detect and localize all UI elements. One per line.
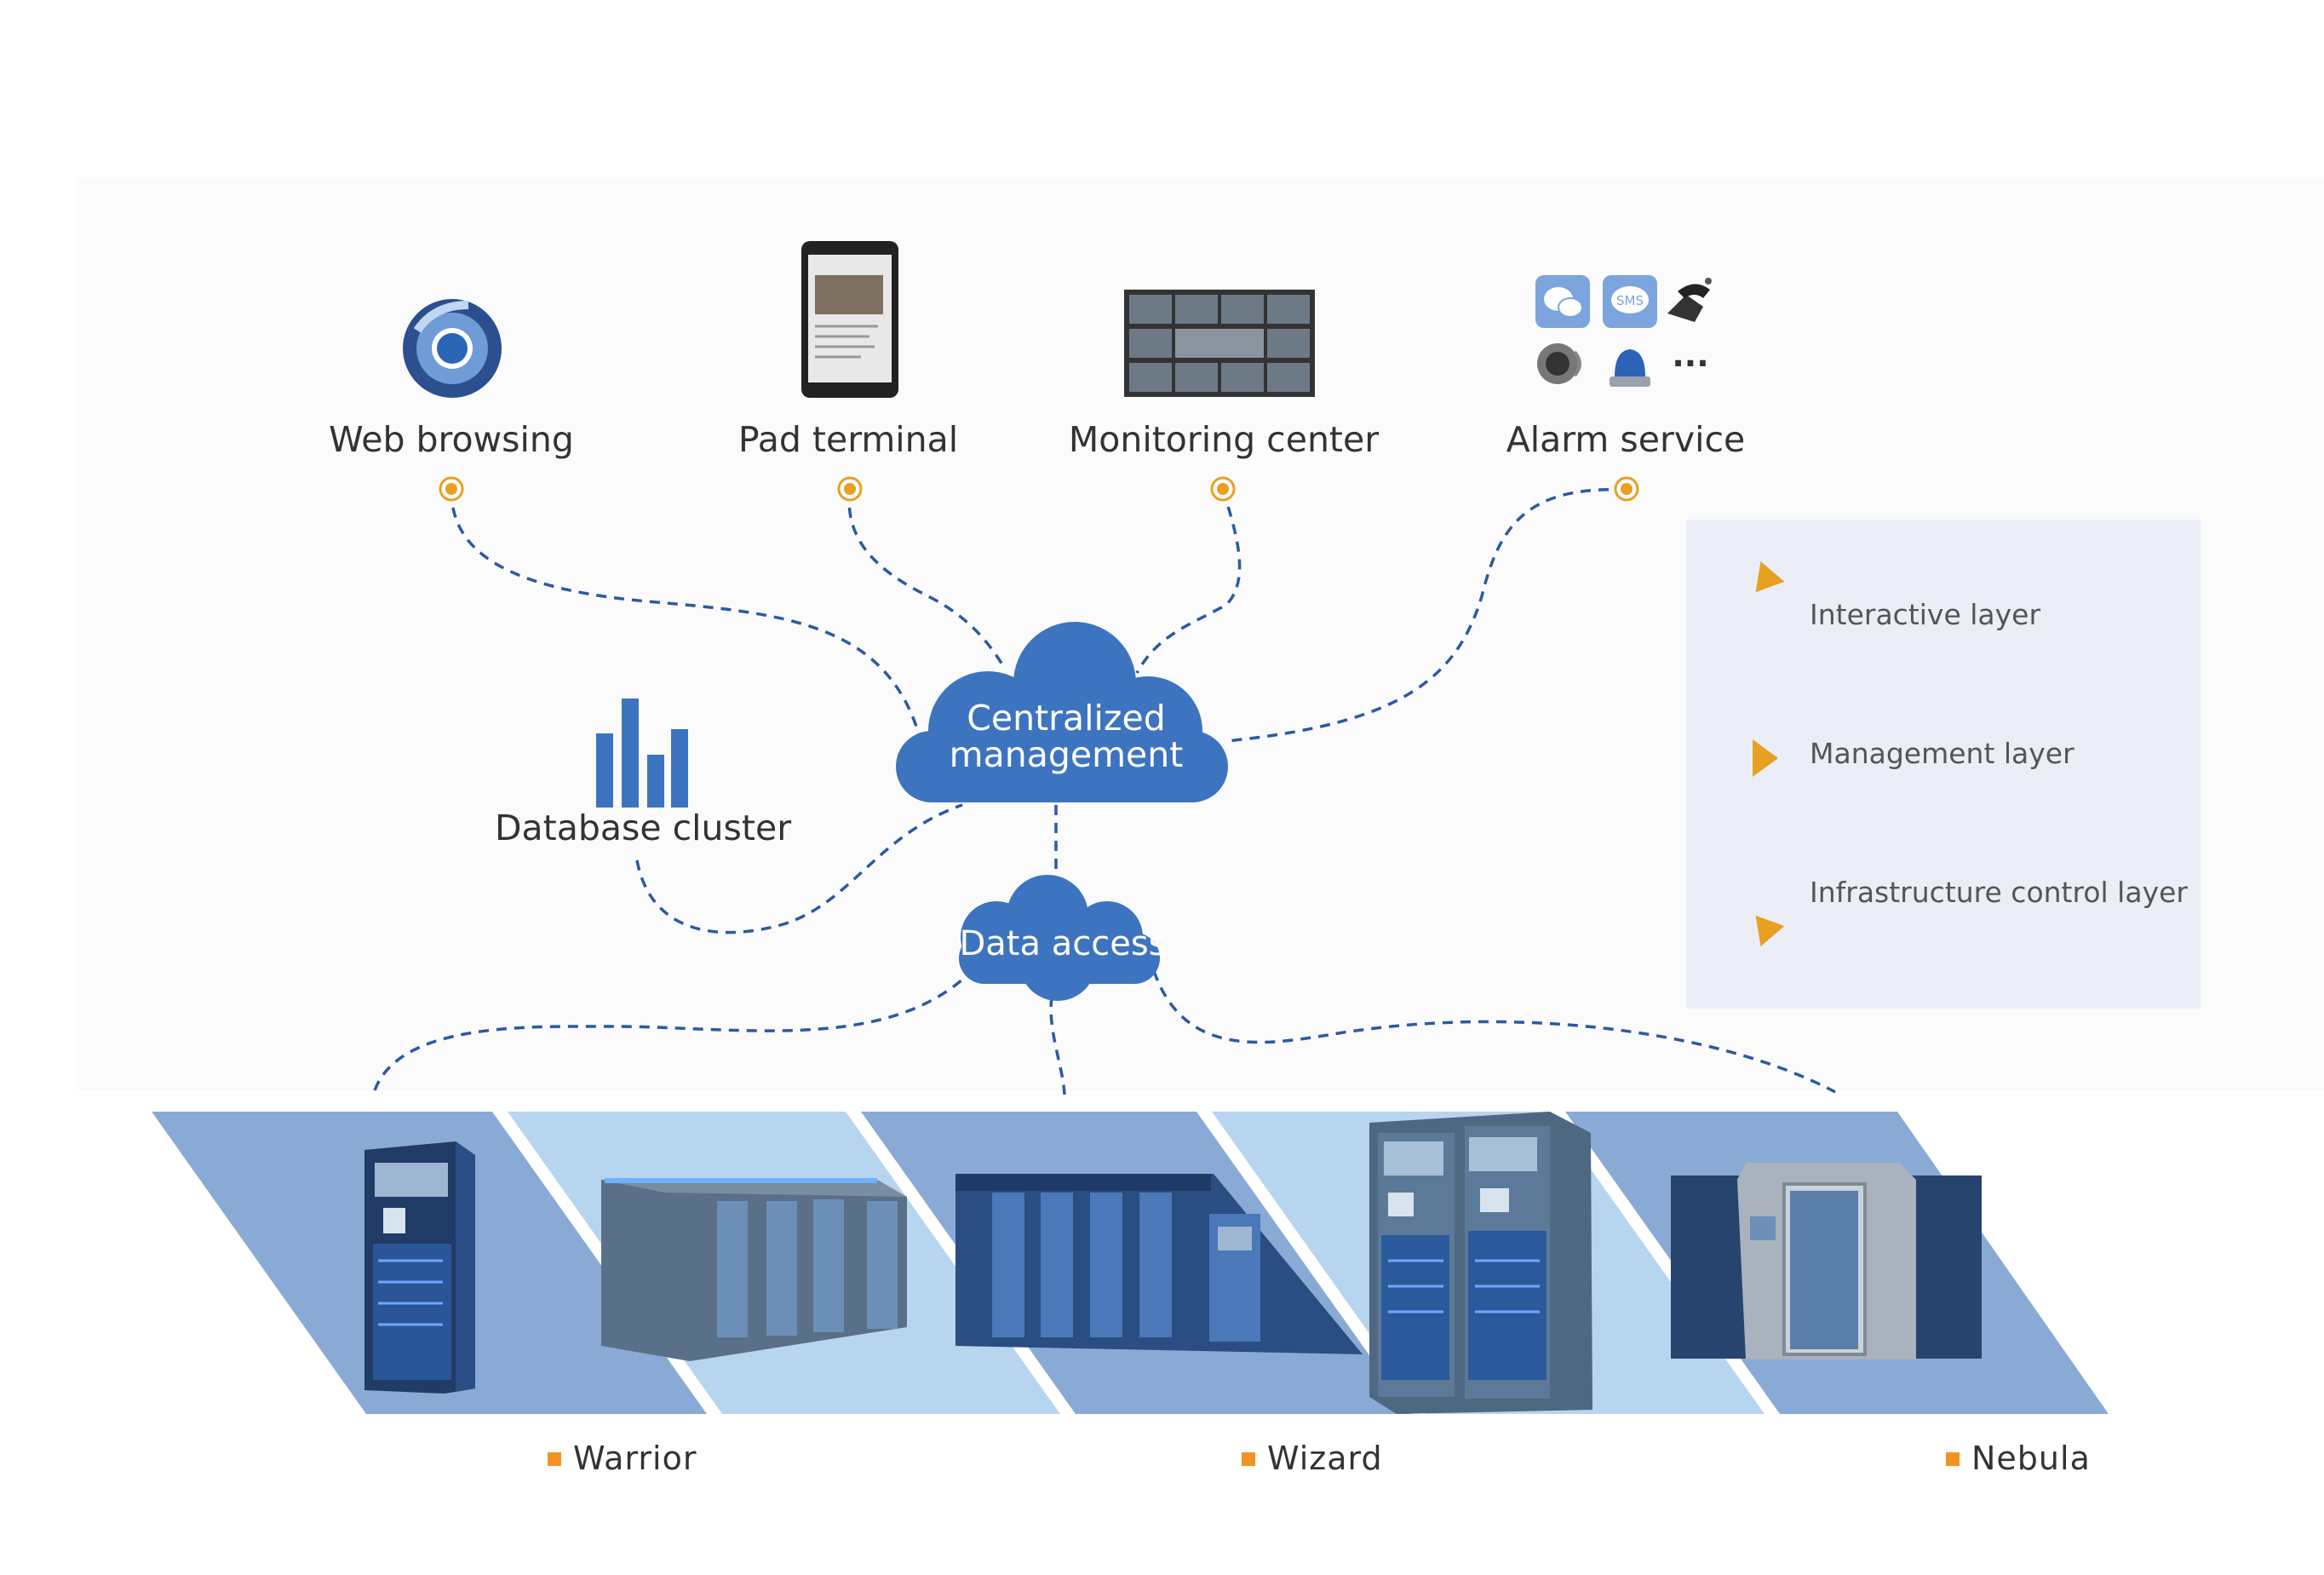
nebula-bullet-icon: [1946, 1452, 1960, 1466]
data-access-cloud: [959, 875, 1160, 1001]
wizard-row-image: [955, 1174, 1363, 1354]
alarm-more-text: ...: [1672, 336, 1709, 374]
interactive-layer-marker-icon: [1746, 555, 1785, 593]
legend-infrastructure-control-layer: Infrastructure control layer: [1810, 876, 2188, 909]
link-web-browsing: [450, 489, 921, 738]
product-label-nebula: Nebula: [1946, 1440, 2091, 1477]
link-database: [635, 803, 963, 934]
client-label-web-browsing: Web browsing: [329, 419, 574, 460]
bar-chart-icon: [596, 697, 690, 808]
legend-interactive-layer: Interactive layer: [1810, 598, 2041, 631]
centralized-line1: Centralized: [967, 698, 1166, 739]
link-wizard: [1049, 996, 1066, 1095]
product-label-warrior: Warrior: [548, 1440, 697, 1477]
centralized-management-label: Centralized management: [950, 701, 1184, 773]
layer-legend: Interactive layer Management layer Infra…: [1686, 520, 2201, 1009]
wechat-icon: [1535, 275, 1590, 328]
node-monitoring-center: [1210, 476, 1236, 502]
tablet-icon: [801, 241, 898, 398]
client-label-alarm-service: Alarm service: [1506, 419, 1746, 460]
data-access-label: Data access: [959, 924, 1167, 963]
legend-management-layer: Management layer: [1810, 737, 2074, 770]
node-pad-terminal: [837, 476, 863, 502]
client-label-pad-terminal: Pad terminal: [737, 419, 959, 460]
database-cluster-label: Database cluster: [494, 808, 792, 848]
warrior-bullet-icon: [548, 1452, 561, 1466]
telephone-icon: [1661, 273, 1717, 329]
warrior-rack-image: [364, 1141, 475, 1394]
video-wall-icon: [1124, 290, 1315, 397]
wizard-text: Wizard: [1267, 1440, 1383, 1477]
node-web-browsing: [439, 476, 464, 502]
warrior-row-image: [601, 1178, 907, 1361]
link-alarm-service: [1225, 487, 1627, 743]
link-nebula: [1152, 970, 1836, 1094]
connection-nodes: [439, 476, 1639, 502]
centralized-line2: management: [949, 734, 1184, 775]
warrior-text: Warrior: [573, 1440, 697, 1477]
sms-text: SMS: [1616, 293, 1644, 308]
wizard-rack-image: [1369, 1112, 1592, 1414]
sms-icon: SMS: [1603, 275, 1657, 328]
chrome-browser-icon: [400, 296, 504, 400]
link-pad-terminal: [847, 489, 1007, 670]
siren-icon: [1603, 339, 1657, 394]
product-label-wizard: Wizard: [1242, 1440, 1383, 1477]
speaker-icon: [1535, 336, 1590, 391]
nebula-container-image: [1671, 1163, 1982, 1359]
node-alarm-service: [1614, 476, 1639, 502]
client-label-monitoring-center: Monitoring center: [1068, 419, 1380, 460]
nebula-text: Nebula: [1971, 1440, 2091, 1477]
centralized-management-cloud: [896, 622, 1228, 802]
link-monitoring-center: [1135, 489, 1242, 674]
infrastructure-layer-marker-icon: [1746, 915, 1785, 952]
management-layer-marker-icon: [1753, 739, 1778, 777]
link-warrior: [373, 978, 964, 1091]
wizard-bullet-icon: [1242, 1452, 1255, 1466]
